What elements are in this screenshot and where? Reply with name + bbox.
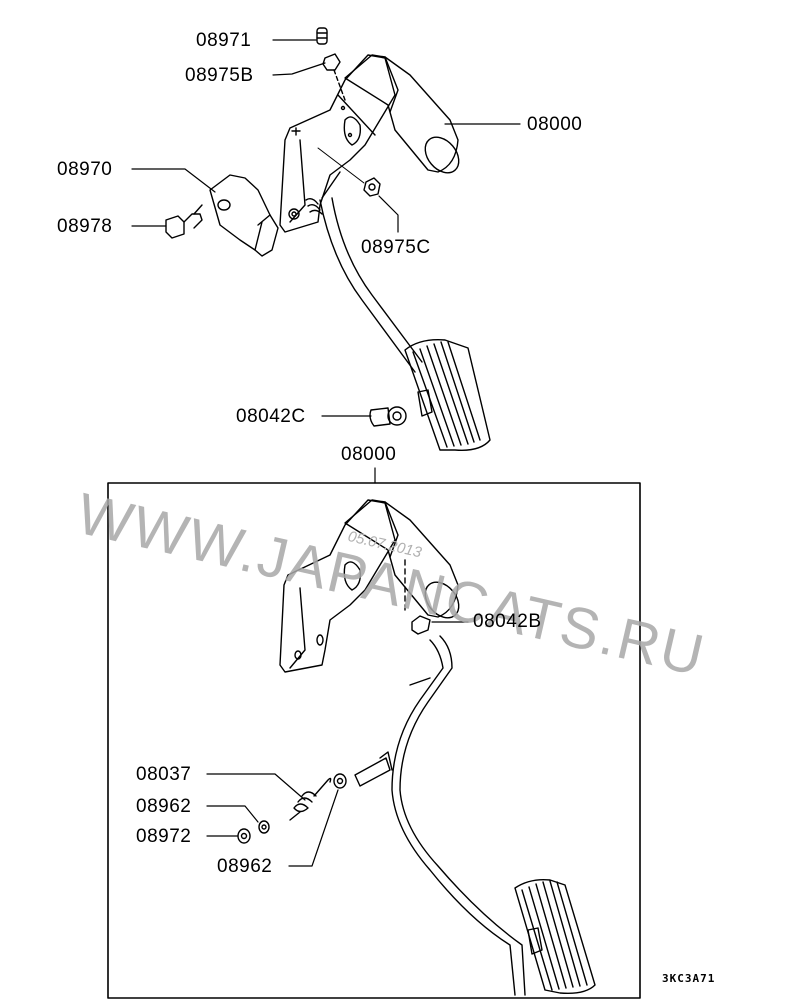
- part-08042c-stopper: [369, 406, 407, 427]
- callout-08972: 08972: [136, 826, 192, 847]
- part-08042b-stopper: [411, 615, 431, 635]
- upper-pedal-arm: [319, 197, 423, 373]
- lower-pedal-housing: [344, 499, 460, 619]
- callout-08000-top: 08000: [527, 114, 583, 135]
- part-08975b-nut: [322, 53, 346, 101]
- callout-08971: 08971: [196, 30, 252, 51]
- part-08970-sensor: [209, 174, 279, 257]
- upper-pedal-housing: [344, 54, 460, 174]
- part-08971-stopper: [316, 27, 328, 45]
- callout-08042c: 08042C: [236, 406, 306, 427]
- leader-lines-lower: [206, 621, 469, 867]
- upper-pedal-bracket: [279, 54, 396, 233]
- lower-pedal-arm: [354, 635, 526, 996]
- upper-spring: [288, 171, 341, 220]
- part-08975c-nut: [317, 147, 381, 197]
- callout-08037: 08037: [136, 764, 192, 785]
- callout-08042b: 08042B: [473, 611, 542, 632]
- leader-lines-upper: [131, 39, 521, 417]
- callout-08975c: 08975C: [361, 237, 431, 258]
- assembly-inset-frame: [107, 482, 641, 999]
- part-08978-bolt: [165, 204, 203, 239]
- part-08037-spring: [289, 777, 332, 821]
- part-08962-washer-a: [258, 820, 270, 834]
- lower-pedal-pad: [514, 878, 596, 995]
- part-08962-washer-b: [333, 773, 347, 789]
- upper-pedal-pad: [404, 339, 491, 451]
- callout-08978: 08978: [57, 216, 113, 237]
- part-08972-nut: [237, 828, 251, 844]
- callout-08962-a: 08962: [136, 796, 192, 817]
- callout-08970: 08970: [57, 159, 113, 180]
- callout-08975b: 08975B: [185, 65, 254, 86]
- drawing-code: 3KC3A71: [662, 972, 716, 985]
- callout-08962-b: 08962: [217, 856, 273, 877]
- assembly-label: 08000: [341, 444, 397, 465]
